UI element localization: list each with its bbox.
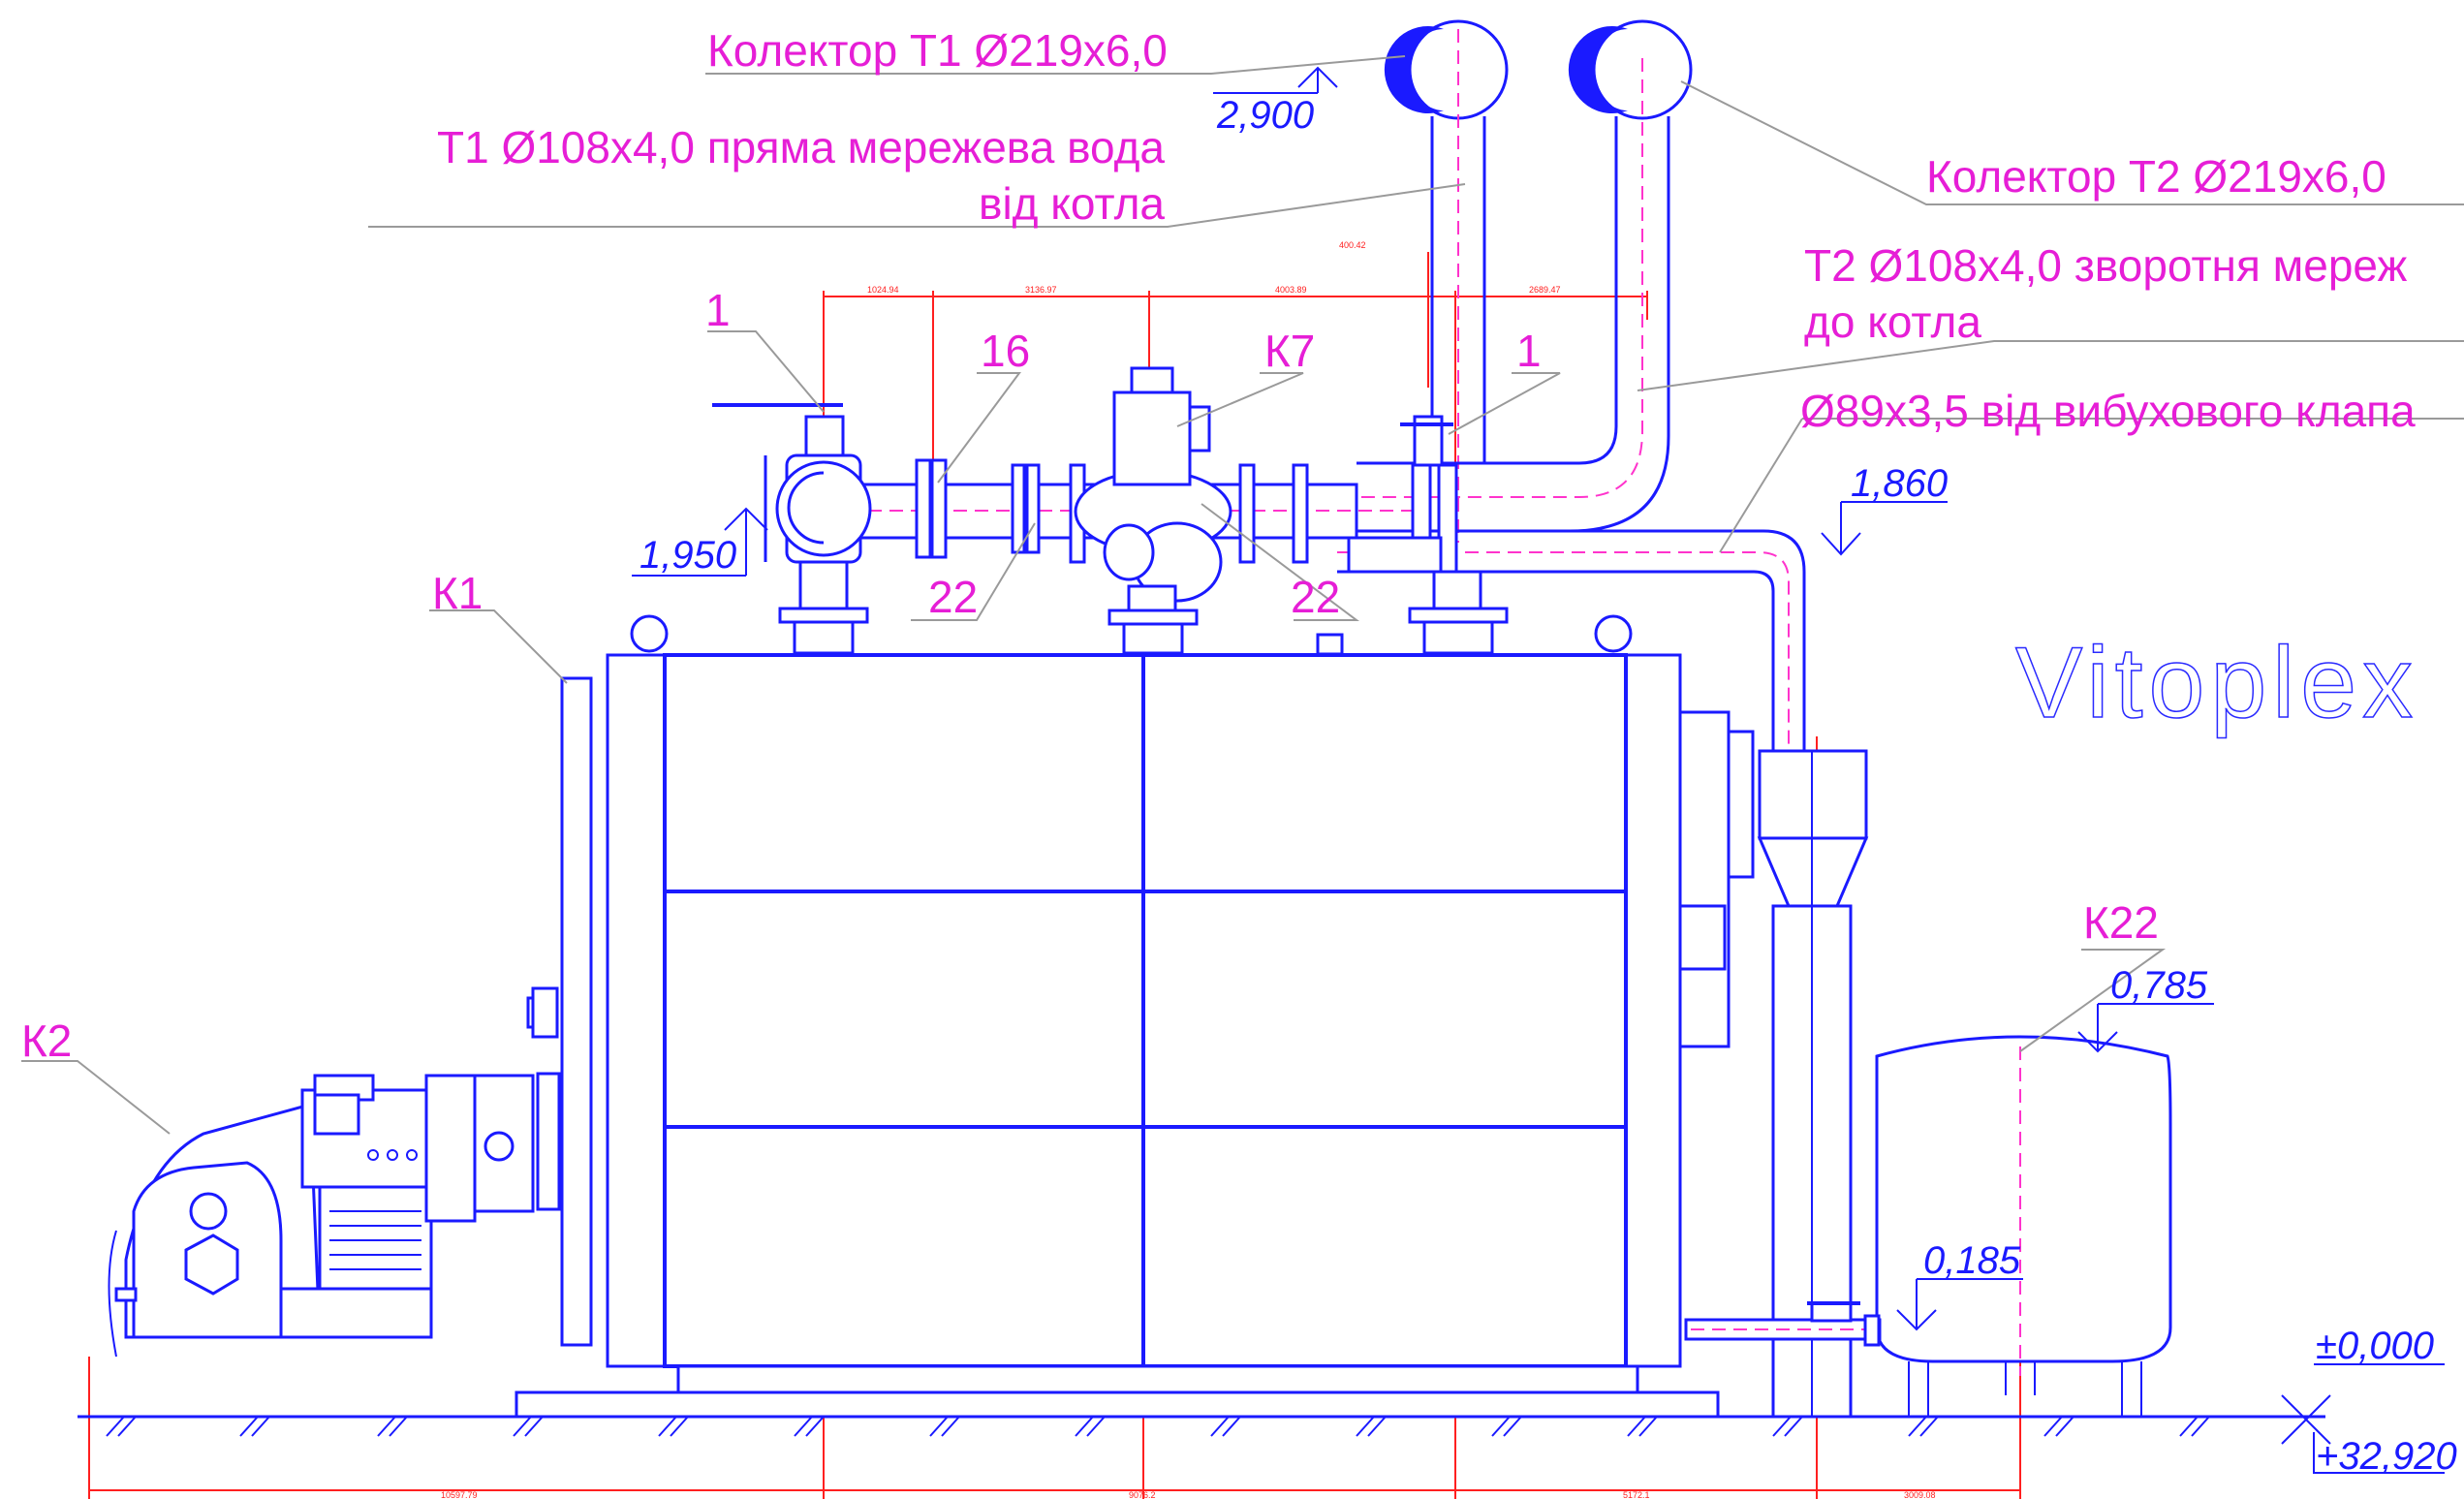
label-pos-k7: К7 [1264,326,1315,376]
dim-bottom-1: 10597.79 [441,1490,478,1499]
label-t1-line2: від котла [979,178,1165,229]
pipe-t2-riser [1357,58,1670,533]
label-pos-k1: К1 [432,568,483,618]
expansion-tank [1684,1035,2172,1417]
label-pos-1-left: 1 [705,285,731,335]
dim-bottom-4: 3009.08 [1904,1490,1936,1499]
dim-top-2: 3136.97 [1025,285,1057,295]
boiler-nozzles [630,560,1633,656]
dim-vertical: 400.42 [1339,240,1366,250]
label-pos-k2: К2 [21,1015,72,1066]
label-explosion-pipe: Ø89х3,5 від вибухового клапа [1800,386,2416,436]
brand-text: Vitoplex [2015,627,2418,739]
level-marks [632,66,2445,1474]
label-collector-t1: Колектор Т1 Ø219х6,0 [707,25,1168,76]
label-pos-1-right: 1 [1516,326,1542,376]
level-1860: 1,860 [1851,462,1948,505]
dim-bottom-3: 5172.1 [1623,1490,1650,1499]
label-collector-t2: Колектор Т2 Ø219х6,0 [1926,151,2386,202]
collector-t2 [1568,19,1693,120]
dim-top-1: 1024.94 [867,285,899,295]
level-0785: 0,785 [2110,964,2208,1007]
pipe-t1-riser [1430,116,1486,463]
ground-line [78,1415,2325,1437]
label-pos-16: 16 [981,326,1030,376]
dim-top-3: 4003.89 [1275,285,1307,295]
level-0185: 0,185 [1923,1239,2021,1282]
label-pos-22-left: 22 [928,572,978,622]
level-1950: 1,950 [639,534,736,577]
label-pos-k22: К22 [2083,897,2159,948]
burner [108,986,561,1358]
dim-bottom-2: 9076.2 [1129,1490,1156,1499]
level-32920: +32,920 [2316,1435,2457,1478]
boiler-body [515,653,1755,1419]
label-t1-line1: Т1 Ø108х4,0 пряма мережева вода [437,122,1165,172]
label-t2-line1: Т2 Ø108х4,0 зворотня мереж [1804,240,2407,291]
collector-t1 [1384,19,1509,543]
leader-lines [21,55,2464,1135]
label-t2-line2: до котла [1804,297,1981,347]
level-2900: 2,900 [1216,94,1314,137]
label-pos-22-right: 22 [1291,572,1340,622]
level-zero: ±0,000 [2316,1325,2434,1367]
dim-top-4: 2689.47 [1529,285,1561,295]
